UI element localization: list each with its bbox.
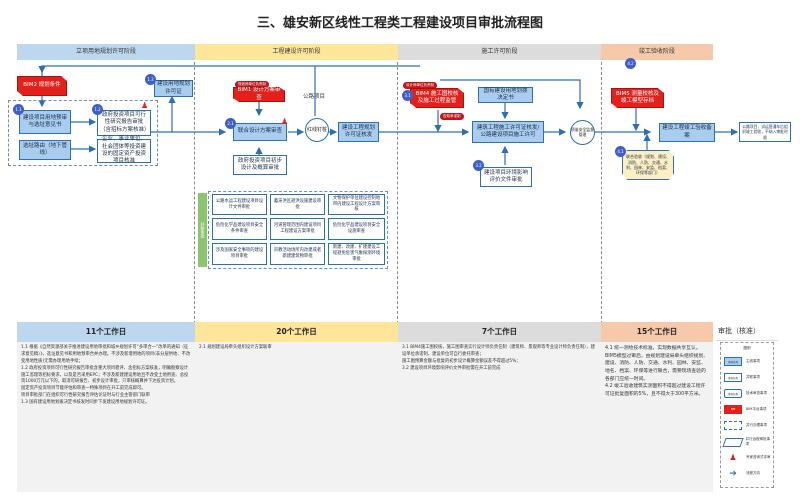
- page-title: 三、雄安新区线性工程类工程建设项目审批流程图: [256, 16, 543, 31]
- parallel-item[interactable]: 危险化学品建设项目安全设施审查: [328, 218, 385, 240]
- legend-title: 审批（核准）: [716, 322, 778, 341]
- legend-label: 技术审查事项: [746, 391, 767, 395]
- legend-item-technical: 事项名称 技术审查事项: [724, 389, 767, 398]
- workdays-stage2: 20个工作日: [195, 322, 398, 342]
- legend-symbol: 事项名称: [724, 373, 742, 382]
- phase-header-land-planning: 立项用地规划许可阶段: [17, 44, 195, 60]
- bim1-design-review[interactable]: BIM1 设计方案审查: [233, 87, 285, 102]
- parallel-item[interactable]: 河道管理范围内建设项目工程建设方案审批: [270, 218, 325, 240]
- legend-label: 并行远程审批事项: [745, 437, 771, 446]
- workdays-stage4: 15个工作日: [601, 322, 713, 342]
- legend-item-parallel: 事项名称 并联事项: [724, 373, 760, 382]
- legend-item-remote: 并行远程审批事项: [722, 437, 773, 447]
- legend-item-parallel-handling: 并行办理事项: [724, 421, 767, 430]
- phase-header-engineering-permit: 工程建设许可阶段: [195, 44, 398, 60]
- enterprise-project-approval[interactable]: 企业、事业单位、社会团体等投资建设的固定资产投资项目核准: [97, 136, 151, 164]
- phase-divider: [601, 62, 602, 324]
- parallel-item[interactable]: 公路水运工程建设项目设计文件审批: [212, 194, 267, 215]
- phase-header-completion: 竣工验收阶段: [601, 44, 713, 60]
- workdays-stage1: 11个工作日: [17, 322, 195, 342]
- completion-acceptance-filing[interactable]: 建设工程竣工验收备案: [659, 123, 715, 142]
- designer-responsibility-tag: 设计师单位负责制: [403, 82, 437, 89]
- joint-design-review[interactable]: 联合设计方案审查: [233, 123, 287, 141]
- step-number: 4.1: [615, 146, 626, 157]
- parallel-item[interactable]: 危险化学品建设项目安全条件审查: [212, 218, 267, 240]
- step-number: 2.1: [225, 118, 236, 129]
- step-number: 3.1: [402, 90, 413, 101]
- quality-safety-supervision[interactable]: 质量安全监督管理: [570, 120, 595, 145]
- expert-review-icon: ♟: [729, 453, 737, 462]
- legend-symbol: 事项名称: [724, 357, 742, 366]
- legend-label: 专家咨询式评审: [746, 455, 771, 459]
- legend-label: 并联事项: [746, 375, 760, 379]
- flow-arrows: [38, 65, 739, 165]
- legend-item-bim: BIM BIM平台事项: [724, 405, 766, 414]
- stage1-parallel-group: [8, 100, 158, 166]
- workdays-stage3: 7个工作日: [398, 322, 601, 342]
- legend-box: 图例 事项名称 主线事项 事项名称 并联事项 事项名称 技术审查事项 BIM B…: [720, 342, 774, 488]
- legend-label: 流程方向: [746, 471, 760, 475]
- arrow-right-icon: ➔: [729, 468, 737, 479]
- env-impact-review[interactable]: 建设项目环境影响评价文件审批: [480, 167, 532, 187]
- site-selection-review[interactable]: 建设项目用地预审与选址意见书: [19, 110, 71, 134]
- legend-item-main: 事项名称 主线事项: [724, 357, 760, 366]
- notes-stage4: 4.1 统一测绘技术标准，实现数据共享互认。BIM5模型过审后，由规划建设局牵头…: [601, 342, 713, 492]
- parallel-item[interactable]: 文物保护单位建设控制地带内建设工程设计方案审核: [328, 194, 385, 215]
- feasibility-study-approval[interactable]: 政府投资项目可行性研究报告审批（含招标方案核准）: [97, 110, 151, 136]
- legend-symbol: [724, 421, 742, 430]
- legend-symbol: 事项名称: [724, 389, 742, 398]
- legend-item-expert: ♟ 专家咨询式评审: [724, 453, 771, 462]
- step-number: 3.2: [473, 160, 484, 171]
- phase-header-construction-permit: 施工许可阶段: [398, 44, 601, 60]
- highway-trial-note: 公路项目，试运营通车后组织竣工验收，不纳入审批时限: [739, 122, 791, 142]
- phase-divider: [194, 62, 195, 324]
- construction-permit-issuance[interactable]: 建筑工程施工许可证核发/公路建设项目施工许可: [472, 121, 544, 143]
- notes-stage2: 2.1 规划建设局牵头组织设计方案联审: [195, 342, 398, 492]
- gov-preliminary-design-approval[interactable]: 政府投资项目初步设计及概算审批: [233, 155, 287, 175]
- phase-divider: [397, 62, 398, 324]
- parallel-item[interactable]: 宗教活动场所内改建或者新建建筑物审批: [270, 243, 325, 265]
- step-number: 1.3: [145, 74, 156, 85]
- joint-acceptance[interactable]: 联合验收（规划、建设、消防、人防、交通、水利、园林、安监、档案、环保等部门）: [622, 150, 674, 180]
- notes-stage3: 3.1 BIM4施工图校核，施工图审查实行设计师负责任制（建筑师、景观师等专业设…: [398, 342, 601, 492]
- parallel-approval-label: 并联审批: [198, 193, 207, 267]
- arrow-top-line: [41, 65, 420, 76]
- legend: 审批（核准） 图例 事项名称 主线事项 事项名称 并联事项 事项名称 技术审查事…: [716, 322, 778, 492]
- land-planning-permit[interactable]: 建设用地规划许可证: [154, 80, 193, 97]
- legend-label: BIM平台事项: [746, 407, 767, 411]
- parallel-item[interactable]: 蓄滞洪区避洪设施建设审批: [270, 194, 325, 215]
- state-land-allocation-decision[interactable]: 国有建设用地划拨决定书: [478, 87, 533, 103]
- notes-stage1: 1.1 根据《自然资源部关于推进建设用地审批和城乡规划许可“多审合一”改革的通知…: [17, 342, 195, 492]
- legend-item-flow: ➔ 流程方向: [724, 468, 760, 479]
- commitment-tag: 告知承诺制: [440, 113, 464, 120]
- legend-label: 主线事项: [746, 359, 760, 363]
- legend-label: 并行办理事项: [746, 423, 767, 427]
- redline-staking[interactable]: 红线钉桩: [305, 118, 329, 142]
- expert-review-icon: ♟: [281, 117, 289, 126]
- bim4-drawing-check[interactable]: BIM4 施工图校核及施工过程监管: [410, 88, 464, 108]
- engineering-planning-permit[interactable]: 建设工程规划许可证核发: [338, 122, 379, 142]
- step-number: 1.2: [92, 104, 103, 115]
- expert-review-icon: ♟: [141, 101, 149, 110]
- bim2-planning-conditions[interactable]: BIM2 规划条件: [17, 76, 67, 96]
- parallel-item[interactable]: 涉及国家安全事项的建设项目审批: [212, 243, 267, 265]
- parallel-item[interactable]: 新建、改建、扩建建设工程避免危害气象探测环境审批: [328, 243, 385, 265]
- step-number: 1.1: [13, 104, 24, 115]
- bim5-measurement-archive[interactable]: BIM5 测量校核及竣工模型存档: [611, 88, 664, 108]
- highway-project-label: 公路项目: [303, 94, 326, 100]
- legend-symbol: [722, 437, 744, 447]
- legend-header: 图例: [743, 346, 751, 350]
- route-selection[interactable]: 选址路由（地下管线）: [19, 140, 71, 160]
- step-number: 4.2: [625, 58, 636, 69]
- legend-symbol: BIM: [724, 405, 742, 414]
- parallel-approval-group: [208, 191, 388, 269]
- planner-responsibility-tag: 规划师单位负责制: [235, 81, 269, 88]
